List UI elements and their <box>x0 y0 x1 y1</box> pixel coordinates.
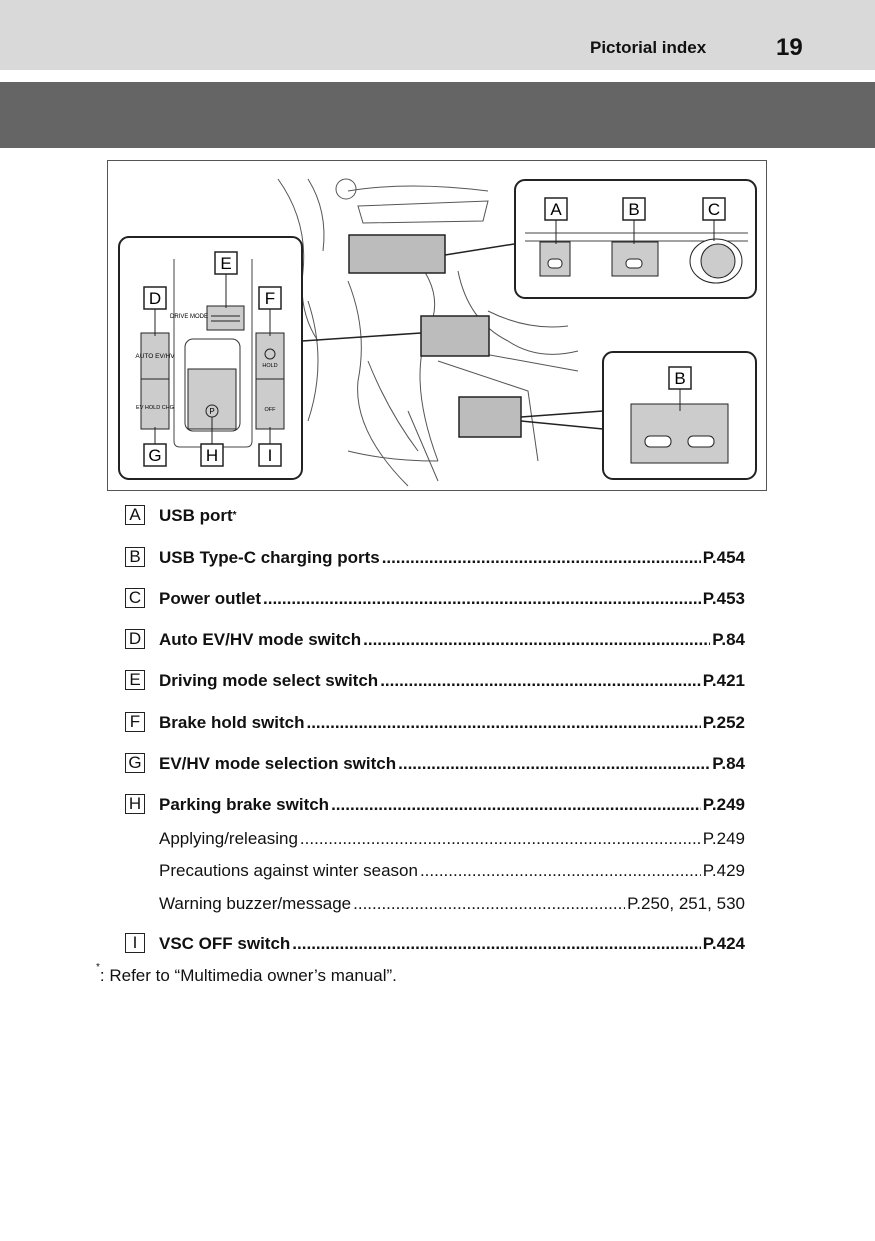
item-label: Parking brake switch <box>159 795 330 814</box>
footnote-text: : Refer to “Multimedia owner’s manual”. <box>99 966 397 985</box>
item-letter: B <box>125 547 145 567</box>
svg-text:HOLD: HOLD <box>262 363 277 369</box>
item-label: EV/HV mode selection switch <box>159 754 397 773</box>
svg-text:OFF: OFF <box>265 407 277 413</box>
item-label: USB Type-C charging ports <box>159 548 380 567</box>
sub-item-applying: Applying/releasing P.249 <box>159 829 745 849</box>
page-ref[interactable]: P.250, 251, 530 <box>627 894 745 913</box>
callout-b: B <box>622 197 646 221</box>
item-label: USB port <box>159 506 233 525</box>
console-illustration: A B C B DRIVE MODE AUTO EV <box>107 160 767 491</box>
page-ref[interactable]: P.424 <box>702 934 745 953</box>
page-ref[interactable]: P.249 <box>702 795 745 814</box>
item-label: Driving mode select switch <box>159 671 379 690</box>
item-label: Auto EV/HV mode switch <box>159 630 362 649</box>
callout-f: F <box>258 286 282 310</box>
svg-text:E: E <box>220 254 231 273</box>
footnote-star: * <box>96 962 100 973</box>
index-item-g: G EV/HV mode selection switch P.84 <box>125 753 745 775</box>
svg-text:H: H <box>206 446 218 465</box>
page-ref[interactable]: P.249 <box>702 829 745 848</box>
index-item-c: C Power outlet P.453 <box>125 588 745 610</box>
page-number: 19 <box>776 34 803 61</box>
index-item-f: F Brake hold switch P.252 <box>125 712 745 734</box>
sub-item-winter: Precautions against winter season P.429 <box>159 861 745 881</box>
sub-item-warning: Warning buzzer/message P.250, 251, 530 <box>159 894 745 914</box>
sub-item-label: Applying/releasing <box>159 829 298 848</box>
callout-i: I <box>258 443 282 467</box>
sub-item-label: Warning buzzer/message <box>159 894 352 913</box>
item-letter: E <box>125 670 145 690</box>
chapter-band <box>0 82 875 148</box>
page-ref[interactable]: P.84 <box>712 630 745 649</box>
callout-d: D <box>143 286 167 310</box>
svg-text:D: D <box>149 289 161 308</box>
page-ref[interactable]: P.453 <box>702 589 745 608</box>
callout-g: G <box>143 443 167 467</box>
svg-text:F: F <box>265 289 275 308</box>
svg-text:C: C <box>708 200 720 219</box>
page-ref[interactable]: P.84 <box>712 754 745 773</box>
callout-c: C <box>702 197 726 221</box>
item-letter: H <box>125 794 145 814</box>
svg-text:B: B <box>674 369 685 388</box>
item-label: Brake hold switch <box>159 713 305 732</box>
page-ref[interactable]: P.421 <box>702 671 745 690</box>
item-letter: C <box>125 588 145 608</box>
index-item-b: B USB Type-C charging ports P.454 <box>125 547 745 569</box>
footnote: *: Refer to “Multimedia owner’s manual”. <box>96 962 397 986</box>
index-item-h: H Parking brake switch P.249 <box>125 794 745 816</box>
item-letter: A <box>125 505 145 525</box>
index-item-d: D Auto EV/HV mode switch P.84 <box>125 629 745 651</box>
index-item-e: E Driving mode select switch P.421 <box>125 670 745 692</box>
page-ref[interactable]: P.454 <box>702 548 745 567</box>
item-letter: I <box>125 933 145 953</box>
svg-text:EV HOLD CHG: EV HOLD CHG <box>136 405 174 411</box>
sub-item-label: Precautions against winter season <box>159 861 418 880</box>
callout-b-inset: B <box>668 366 692 390</box>
item-letter: F <box>125 712 145 732</box>
header-band <box>0 0 875 70</box>
svg-text:I: I <box>268 446 273 465</box>
page-ref[interactable]: P.252 <box>702 713 745 732</box>
callout-e: E <box>214 251 238 275</box>
page-ref[interactable]: P.429 <box>702 861 745 880</box>
svg-text:A: A <box>550 200 562 219</box>
section-title: Pictorial index <box>590 38 707 57</box>
index-item-i: I VSC OFF switch P.424 <box>125 933 745 955</box>
item-label: Power outlet <box>159 589 262 608</box>
item-label: VSC OFF switch <box>159 934 291 953</box>
svg-text:AUTO EV/HV: AUTO EV/HV <box>135 353 175 360</box>
callout-a: A <box>544 197 568 221</box>
callout-h: H <box>200 443 224 467</box>
footnote-marker: * <box>232 510 237 521</box>
svg-text:P: P <box>209 407 214 416</box>
svg-text:B: B <box>628 200 639 219</box>
item-letter: D <box>125 629 145 649</box>
item-letter: G <box>125 753 145 773</box>
svg-text:G: G <box>148 446 161 465</box>
index-item-a: A USB port* <box>125 505 745 527</box>
svg-text:DRIVE MODE: DRIVE MODE <box>170 314 208 320</box>
